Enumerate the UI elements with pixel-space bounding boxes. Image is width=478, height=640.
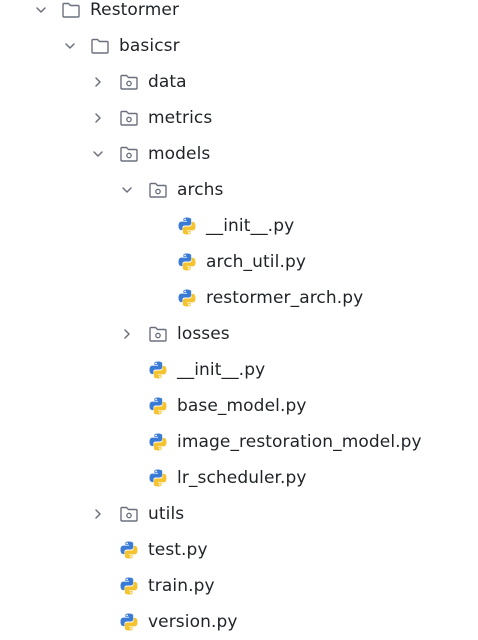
python-file-icon: [177, 216, 197, 236]
python-file-icon: [177, 252, 197, 272]
tree-node-archs[interactable]: archs: [0, 172, 478, 208]
tree-node-arch-util-py[interactable]: arch_util.py: [0, 244, 478, 280]
chevron-down-icon[interactable]: [63, 39, 77, 53]
folder-icon: [61, 0, 81, 20]
package-folder-icon: [119, 504, 139, 524]
tree-node-label: version.py: [148, 612, 238, 632]
package-folder-icon: [119, 72, 139, 92]
tree-node-utils[interactable]: utils: [0, 496, 478, 532]
tree-node-archs-init-py[interactable]: __init__.py: [0, 208, 478, 244]
python-file-icon: [148, 396, 168, 416]
python-file-icon: [177, 288, 197, 308]
chevron-down-icon[interactable]: [34, 3, 48, 17]
package-folder-icon: [119, 144, 139, 164]
tree-node-version-py[interactable]: version.py: [0, 604, 478, 640]
tree-node-models[interactable]: models: [0, 136, 478, 172]
package-folder-icon: [148, 324, 168, 344]
chevron-right-icon[interactable]: [91, 507, 105, 521]
tree-node-data[interactable]: data: [0, 64, 478, 100]
tree-node-label: lr_scheduler.py: [177, 468, 307, 488]
chevron-down-icon[interactable]: [91, 147, 105, 161]
python-file-icon: [148, 432, 168, 452]
tree-node-label: Restormer: [90, 0, 180, 20]
python-file-icon: [119, 576, 139, 596]
tree-node-train-py[interactable]: train.py: [0, 568, 478, 604]
tree-node-lr-scheduler-py[interactable]: lr_scheduler.py: [0, 460, 478, 496]
chevron-right-icon[interactable]: [91, 75, 105, 89]
tree-node-restormer-arch-py[interactable]: restormer_arch.py: [0, 280, 478, 316]
chevron-right-icon[interactable]: [120, 327, 134, 341]
tree-node-label: utils: [148, 504, 185, 524]
tree-node-label: arch_util.py: [206, 252, 306, 272]
tree-node-basicsr[interactable]: basicsr: [0, 28, 478, 64]
tree-node-metrics[interactable]: metrics: [0, 100, 478, 136]
chevron-right-icon[interactable]: [91, 111, 105, 125]
tree-node-image-restoration-model-py[interactable]: image_restoration_model.py: [0, 424, 478, 460]
tree-node-label: basicsr: [119, 36, 180, 56]
tree-node-test-py[interactable]: test.py: [0, 532, 478, 568]
tree-node-label: image_restoration_model.py: [177, 432, 422, 452]
tree-node-label: data: [148, 72, 187, 92]
tree-node-label: restormer_arch.py: [206, 288, 364, 308]
python-file-icon: [148, 360, 168, 380]
python-file-icon: [119, 612, 139, 632]
package-folder-icon: [119, 108, 139, 128]
tree-node-label: metrics: [148, 108, 213, 128]
tree-node-label: test.py: [148, 540, 208, 560]
tree-node-losses[interactable]: losses: [0, 316, 478, 352]
tree-node-base-model-py[interactable]: base_model.py: [0, 388, 478, 424]
python-file-icon: [119, 540, 139, 560]
tree-node-label: losses: [177, 324, 230, 344]
tree-node-label: archs: [177, 180, 224, 200]
tree-node-label: __init__.py: [206, 216, 295, 236]
tree-node-restormer[interactable]: Restormer: [0, 0, 478, 28]
folder-icon: [90, 36, 110, 56]
chevron-down-icon[interactable]: [120, 183, 134, 197]
tree-node-label: train.py: [148, 576, 215, 596]
package-folder-icon: [148, 180, 168, 200]
tree-node-label: base_model.py: [177, 396, 307, 416]
tree-node-label: __init__.py: [177, 360, 266, 380]
tree-node-label: models: [148, 144, 211, 164]
tree-node-models-init-py[interactable]: __init__.py: [0, 352, 478, 388]
python-file-icon: [148, 468, 168, 488]
